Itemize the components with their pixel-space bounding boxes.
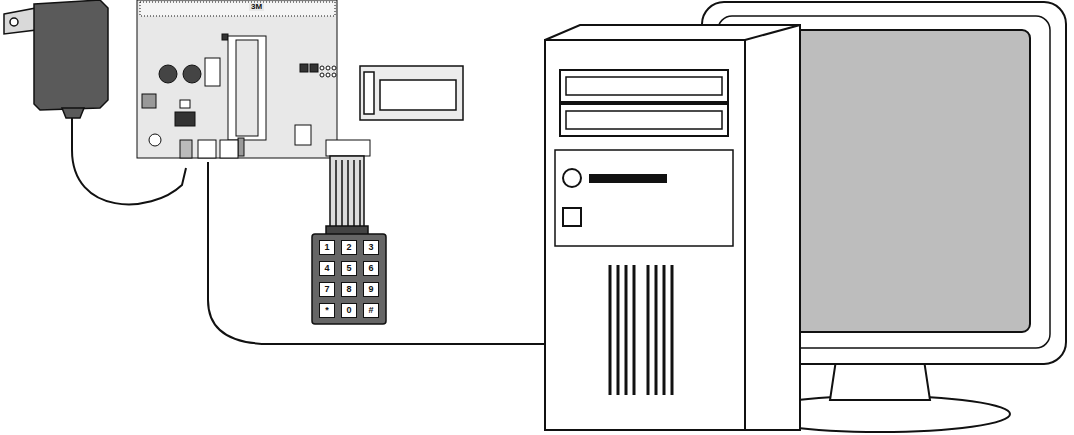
key-label: 4 — [324, 264, 329, 273]
key-label: 9 — [368, 285, 373, 294]
key-label: 8 — [346, 285, 351, 294]
keypad-key: 1 — [319, 240, 335, 255]
key-label: 7 — [324, 285, 329, 294]
key-label: 3 — [368, 243, 373, 252]
keypad-key: # — [363, 303, 379, 318]
keypad — [312, 156, 386, 324]
keypad-key: * — [319, 303, 335, 318]
keypad-key: 9 — [363, 282, 379, 297]
keypad-key: 7 — [319, 282, 335, 297]
dev-board — [137, 0, 370, 158]
keypad-key: 0 — [341, 303, 357, 318]
lcd-module — [360, 66, 463, 120]
key-label: # — [368, 306, 373, 315]
computer-tower — [545, 25, 800, 430]
power-adapter — [4, 0, 108, 118]
brand-label: 3M — [249, 3, 264, 11]
key-label: * — [325, 306, 329, 315]
circuit-board: 3M — [137, 0, 337, 158]
keypad-key: 6 — [363, 261, 379, 276]
keypad-key: 5 — [341, 261, 357, 276]
key-label: 6 — [368, 264, 373, 273]
key-label: 0 — [346, 306, 351, 315]
key-label: 5 — [346, 264, 351, 273]
keypad-key: 8 — [341, 282, 357, 297]
key-label: 2 — [346, 243, 351, 252]
keypad-key: 2 — [341, 240, 357, 255]
keypad-key: 4 — [319, 261, 335, 276]
keypad-key: 3 — [363, 240, 379, 255]
key-label: 1 — [324, 243, 329, 252]
